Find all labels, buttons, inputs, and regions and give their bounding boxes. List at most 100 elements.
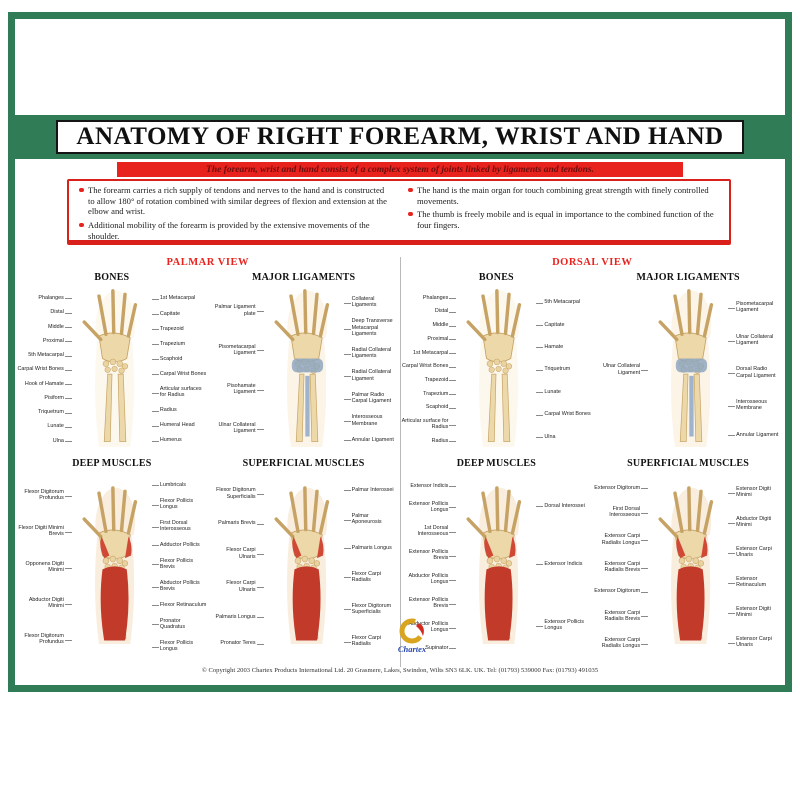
anatomy-label: Triquetrum: [17, 409, 73, 415]
panel-title: BONES: [478, 272, 514, 283]
anatomy-label: Extensor Carpi Ulnaris: [727, 546, 783, 558]
panel-dorsal-ligaments: MAJOR LIGAMENTS Ulnar Collateral Ligamen…: [592, 272, 784, 458]
anatomy-label: 1st Metacarpal: [402, 350, 458, 356]
anatomy-label: Flexor Carpi Radialis: [343, 571, 399, 583]
anatomy-label: Adductor Pollicis: [151, 542, 207, 548]
anatomy-label: Abductor Pollicis Brevis: [151, 580, 207, 592]
panel-title: SUPERFICIAL MUSCLES: [627, 458, 750, 469]
anatomy-label: Flexor Carpi Ulnaris: [209, 547, 265, 560]
anatomy-label: Palmaris Longus: [343, 545, 399, 551]
anatomy-label: Scaphoid: [151, 356, 207, 362]
anatomy-label: Extensor Carpi Radialis Longus: [593, 533, 649, 546]
anatomy-label: Flexor Digitorum Profundus: [17, 489, 73, 501]
anatomy-label: Hook of Hamate: [17, 381, 73, 387]
anatomy-label: Abductor Pollicis Longus: [402, 573, 458, 585]
dorsal-bones-illustration: [457, 285, 535, 451]
anatomy-label: Trapezoid: [151, 326, 207, 332]
dorsal-ligaments-illustration: [649, 285, 727, 451]
anatomy-label: Ulnar Collateral Ligament: [593, 363, 649, 376]
subtitle-text: The forearm, wrist and hand consist of a…: [206, 164, 594, 175]
dorsal-superficial-muscles-illustration: [649, 471, 727, 659]
anatomy-label: Extensor Digiti Minimi: [727, 486, 783, 498]
anatomy-label: Extensor Pollicis Longus: [535, 619, 591, 631]
anatomy-label: Extensor Pollicis Brevis: [402, 597, 458, 609]
panel-palmar-superficial-muscles: SUPERFICIAL MUSCLES Flexor Digitorum Sup…: [208, 458, 400, 667]
anatomy-label: Flexor Digitorum Profundus: [17, 633, 73, 645]
anatomy-label: Trapezium: [402, 391, 458, 397]
palmar-ligaments-illustration: [265, 285, 343, 451]
anatomy-label: Abductor Digiti Minimi: [727, 516, 783, 528]
anatomy-label: Phalanges: [402, 295, 458, 301]
intro-column-right: The hand is the main organ for touch com…: [406, 185, 721, 238]
anatomy-label: Extensor Carpi Radialis Brevis: [593, 610, 649, 622]
anatomy-label: Palmar Ligament plate: [209, 304, 265, 317]
anatomy-label: Flexor Pollicis Longus: [151, 498, 207, 510]
anatomy-label: Distal: [17, 309, 73, 315]
anatomy-label: Trapezium: [151, 341, 207, 347]
anatomy-label: Flexor Retinaculum: [151, 602, 207, 608]
anatomy-label: Flexor Carpi Ulnaris: [209, 580, 265, 593]
anatomy-label: Extensor Pollicis Longus: [402, 501, 458, 513]
anatomy-label: Pisometacarpal Ligament: [209, 344, 265, 356]
anatomy-label: Ulnar Collateral Ligament: [727, 334, 783, 346]
anatomy-label: Extensor Indicis: [535, 561, 591, 567]
dorsal-deep-muscles-illustration: [457, 471, 535, 659]
anatomy-label: Extensor Digitorum: [593, 485, 649, 491]
anatomy-label: Humerus: [151, 437, 207, 443]
anatomy-label: Palmar Aponeurosis: [343, 513, 399, 525]
anatomy-label: First Dorsal Interosseous: [151, 520, 207, 532]
palmar-bones-illustration: [73, 285, 151, 451]
anatomy-label: Carpal Wrist Bones: [151, 371, 207, 377]
intro-bullet: The thumb is freely mobile and is equal …: [406, 209, 721, 230]
anatomy-label: Proximal: [402, 336, 458, 342]
anatomy-label: Lumbricals: [151, 482, 207, 488]
anatomy-label: Carpal Wrist Bones: [17, 366, 73, 372]
anatomy-label: Middle: [17, 324, 73, 330]
anatomy-label: Radius: [402, 438, 458, 444]
anatomy-label: Pisometacarpal Ligament: [727, 301, 783, 313]
anatomy-label: Deep Transverse Metacarpal Ligaments: [343, 318, 399, 337]
anatomy-poster: ANATOMY OF RIGHT FOREARM, WRIST AND HAND…: [8, 12, 792, 692]
anatomy-label: Palmar Interossei: [343, 487, 399, 493]
anatomy-label: Extensor Pollicis Brevis: [402, 549, 458, 561]
panel-title: MAJOR LIGAMENTS: [251, 272, 356, 283]
anatomy-label: Hamate: [535, 344, 591, 350]
intro-column-left: The forearm carries a rich supply of ten…: [77, 185, 392, 241]
chartex-logo: Chartex: [387, 617, 437, 667]
anatomy-label: Extensor Carpi Radialis Brevis: [593, 561, 649, 573]
anatomy-label: Carpal Wrist Bones: [402, 363, 458, 369]
anatomy-label: 5th Metacarpal: [535, 299, 591, 305]
anatomy-label: Distal: [402, 308, 458, 314]
intro-bullet: The hand is the main organ for touch com…: [406, 185, 721, 206]
anatomy-label: Lunate: [535, 389, 591, 395]
anatomy-label: Flexor Digitorum Superficialis: [209, 487, 265, 500]
anatomy-label: Opponens Digiti Minimi: [17, 561, 73, 573]
anatomy-label: Annular Ligament: [727, 432, 783, 438]
anatomy-label: Flexor Digiti Minimi Brevis: [17, 525, 73, 537]
anatomy-label: Flexor Pollicis Longus: [151, 640, 207, 652]
anatomy-label: Collateral Ligaments: [343, 296, 399, 308]
anatomy-label: Extensor Indicis: [402, 483, 458, 489]
intro-bullet: Additional mobility of the forearm is pr…: [77, 220, 392, 241]
anatomy-label: Dorsal Interossei: [535, 503, 591, 509]
panel-title: MAJOR LIGAMENTS: [636, 272, 740, 283]
subtitle-banner: The forearm, wrist and hand consist of a…: [117, 162, 683, 177]
anatomy-label: Radial Collateral Ligaments: [343, 347, 399, 359]
anatomy-label: Trapezoid: [402, 377, 458, 383]
anatomy-label: Palmar Radio Carpal Ligament: [343, 392, 399, 404]
